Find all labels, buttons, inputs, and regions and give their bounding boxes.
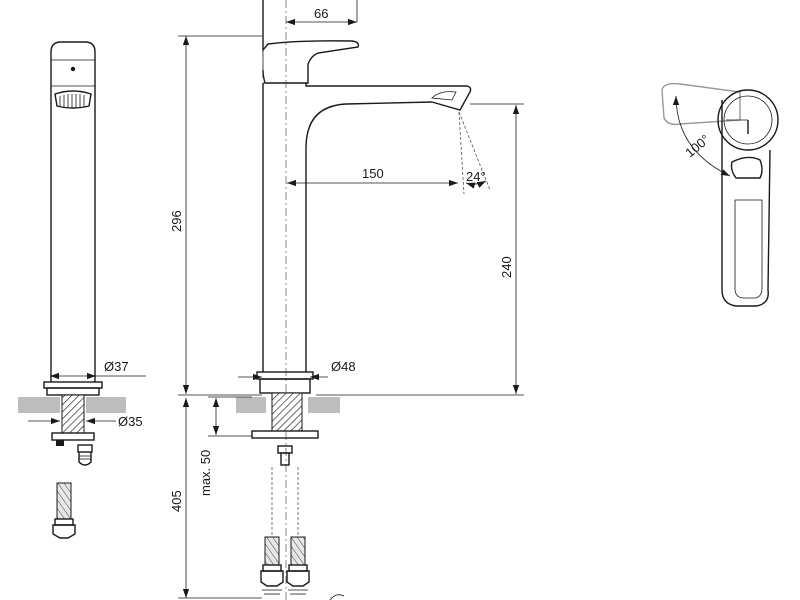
dim-rotation: 100° — [682, 132, 712, 161]
dim-405: 405 — [169, 490, 184, 512]
side-threaded-stud — [61, 394, 85, 434]
dim-spout-angle: 24° — [466, 169, 486, 184]
front-handle-lever — [262, 0, 360, 84]
side-base-flange — [43, 381, 103, 389]
front-base-flange — [256, 371, 314, 380]
side-handle — [50, 41, 96, 86]
water-stream-vertical — [458, 111, 465, 195]
dimensions: 66 296 150 240 Ø48 max. 50 405 — [169, 6, 524, 599]
front-deck-right — [308, 397, 340, 413]
dim-150: 150 — [362, 166, 384, 181]
dim-240: 240 — [499, 256, 514, 278]
front-spout — [305, 83, 472, 111]
side-deck-right — [86, 397, 126, 413]
side-fixing-plate — [51, 432, 95, 441]
dim-d37: Ø37 — [104, 359, 129, 374]
water-stream-angled — [458, 111, 491, 191]
dim-66: 66 — [314, 6, 328, 21]
side-deck-left — [18, 397, 60, 413]
dim-d35: Ø35 — [118, 414, 143, 429]
lever-rotated-outline — [661, 82, 741, 126]
dim-296: 296 — [169, 210, 184, 232]
dim-max50: max. 50 — [198, 450, 213, 496]
side-flex-hose — [56, 482, 72, 520]
front-view: 24° — [236, 0, 491, 600]
front-deck-left — [236, 397, 266, 413]
rotation-arc — [672, 95, 731, 177]
front-threaded-stud — [271, 392, 303, 432]
dim-d48: Ø48 — [331, 359, 356, 374]
front-flex-hose-2 — [290, 536, 306, 566]
front-body — [262, 83, 433, 372]
side-aerator — [54, 90, 92, 109]
top-lever — [721, 100, 771, 307]
side-handle-dot — [70, 66, 76, 72]
front-fixing-plate — [251, 430, 319, 439]
top-view: 100° — [661, 82, 779, 307]
front-flex-hose-1 — [264, 536, 280, 566]
side-view: Ø37 Ø35 — [18, 41, 146, 539]
